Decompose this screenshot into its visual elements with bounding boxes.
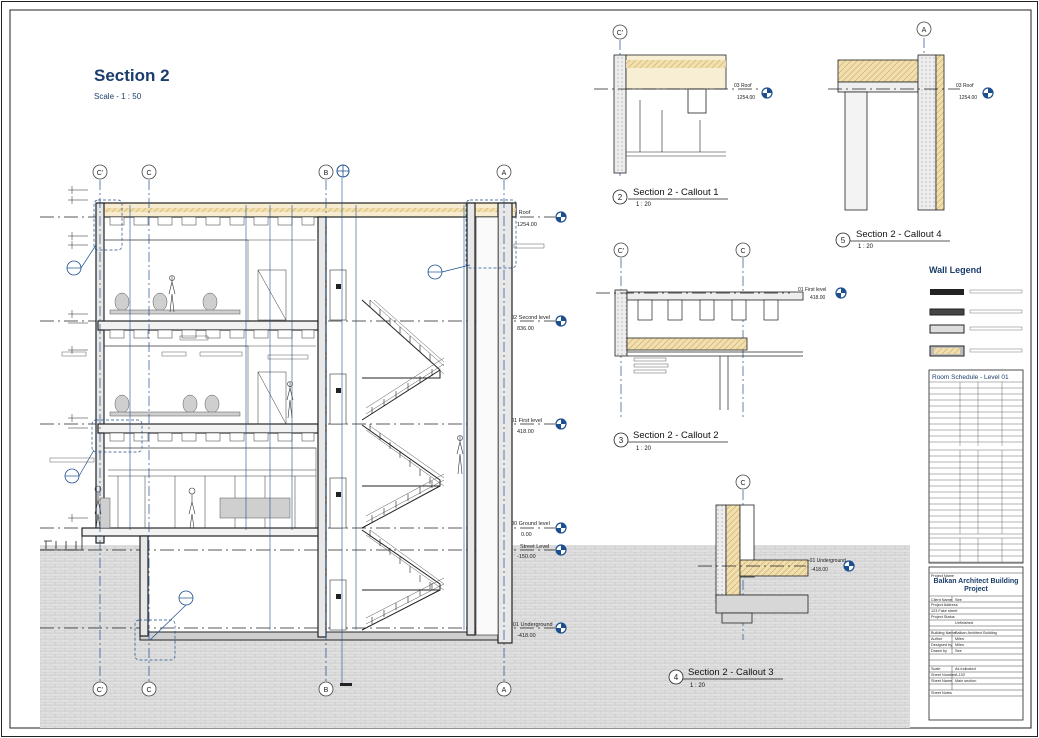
tb-label: Sheet Notes: [931, 691, 952, 695]
sheet-title: Section 2: [94, 66, 170, 85]
level-elev: 1254.00: [959, 95, 977, 101]
view-title: Section 2 - Callout 2: [633, 430, 719, 441]
grid-bubble: [318, 164, 334, 180]
tb-value: See: [955, 598, 962, 602]
level-name: 01 First level: [798, 287, 826, 293]
level-name: 00 Ground level: [511, 521, 550, 527]
grid-label: C': [618, 248, 624, 255]
room-schedule: Room Schedule - Level 01: [928, 369, 1024, 564]
level-elev: -418.00: [517, 633, 536, 639]
tb-value: Miles: [955, 643, 964, 647]
grid-label: C': [97, 687, 103, 694]
view-scale: 1 : 20: [690, 683, 706, 689]
level-name: Street Level: [520, 544, 549, 550]
grid-label: B: [324, 687, 329, 694]
tb-label: Building Name: [931, 631, 956, 635]
view-number: 4: [674, 673, 679, 682]
stair-flights: [361, 299, 441, 631]
view-scale: 1 : 20: [636, 202, 652, 208]
tb-value: Balkan Architect Building: [955, 631, 997, 635]
schedule-title: Room Schedule - Level 01: [932, 374, 1009, 381]
grid-label: A: [922, 27, 927, 34]
level-name: 01 First level: [511, 418, 542, 424]
tb-value: Miles: [955, 637, 964, 641]
grid-label: B: [324, 170, 329, 177]
level-elev: 1254.00: [517, 222, 537, 228]
grid-label: A: [502, 687, 507, 694]
grid-label: C: [740, 480, 745, 487]
tb-label: Drawn by: [931, 649, 947, 653]
ground-left: [40, 545, 140, 728]
level-elev: 1254.00: [737, 95, 755, 101]
level-elev: -150.00: [517, 554, 536, 560]
legend-title: Wall Legend: [929, 265, 982, 275]
grid-bubble: [92, 681, 108, 697]
grid-label: C': [97, 170, 103, 177]
grid-bubble: [496, 681, 512, 697]
tb-label: Scale: [931, 667, 941, 671]
tb-label: Project Address: [931, 603, 958, 607]
grid-label: C: [146, 170, 151, 177]
tb-label: Sheet Number: [931, 673, 956, 677]
wall-legend: Wall Legend: [929, 265, 1023, 357]
level-name: 02 Second level: [511, 315, 550, 321]
title-block: Project Name Client Name See Project Add…: [928, 566, 1024, 721]
view-scale: 1 : 20: [858, 244, 874, 250]
tb-label: Project Name: [931, 574, 954, 578]
grid-label: A: [502, 170, 507, 177]
tb-label: Client Name: [931, 598, 952, 602]
grid-label: C: [740, 248, 745, 255]
callout-3-view: C -01 Underground -418.00 4 Section 2 - …: [668, 474, 855, 689]
view-title: Section 2 - Callout 4: [856, 229, 942, 240]
grid-label: C: [146, 687, 151, 694]
level-name: -01 Underground: [808, 558, 846, 564]
ground-right: [510, 545, 910, 728]
tb-value: See: [955, 649, 962, 653]
grid-bubble: [141, 681, 157, 697]
tb-value: A-102: [955, 673, 965, 677]
tb-value: Unfinished: [955, 621, 973, 625]
level-elev: 0.00: [521, 532, 532, 538]
grid-bubble: [92, 164, 108, 180]
tb-label: Sheet Name: [931, 679, 952, 683]
level-elev: 418.00: [517, 429, 534, 435]
grid-bubble: [318, 681, 334, 697]
tb-label: Designed by: [931, 643, 952, 647]
level-name: 03 Roof: [734, 83, 752, 89]
view-title: Section 2 - Callout 3: [688, 667, 774, 678]
main-section-view: 03 Roof 1254.00 02 Second level 836.00 0…: [40, 164, 910, 728]
callout-1-view: C' 03 Roof 1254.00 2 Section 2 - Callout…: [594, 24, 773, 208]
tb-value: As indicated: [955, 667, 976, 671]
grid-bubble: [141, 164, 157, 180]
level-name: 03 Roof: [956, 83, 974, 89]
level-elev: 836.00: [517, 326, 534, 332]
building-structure: [81, 202, 517, 644]
level-name: 03 Roof: [511, 210, 531, 216]
view-number: 5: [841, 236, 846, 245]
level-name: -01 Underground: [511, 622, 553, 628]
tb-label: Author: [931, 637, 943, 641]
grid-bubble: [496, 164, 512, 180]
tb-value: 123 Fake street: [931, 609, 958, 613]
level-elev: 418.00: [810, 295, 826, 301]
callout-2-view: C' C 01 First level 418.00 3 Section 2 -…: [596, 242, 847, 452]
view-number: 2: [618, 193, 623, 202]
level-markers: [555, 211, 567, 634]
sheet-scale: Scale - 1 : 50: [94, 92, 142, 101]
tb-value: Main section: [955, 679, 976, 683]
view-scale: 1 : 20: [636, 446, 652, 452]
grid-lines: [99, 180, 505, 683]
grid-label: C': [617, 30, 623, 37]
tb-label: Project Status: [931, 615, 955, 619]
view-title: Section 2 - Callout 1: [633, 187, 719, 198]
callout-4-view: A 03 Roof 1254.00 5 Section 2 - Callout …: [828, 21, 994, 250]
view-number: 3: [619, 436, 624, 445]
level-elev: -418.00: [811, 567, 828, 573]
